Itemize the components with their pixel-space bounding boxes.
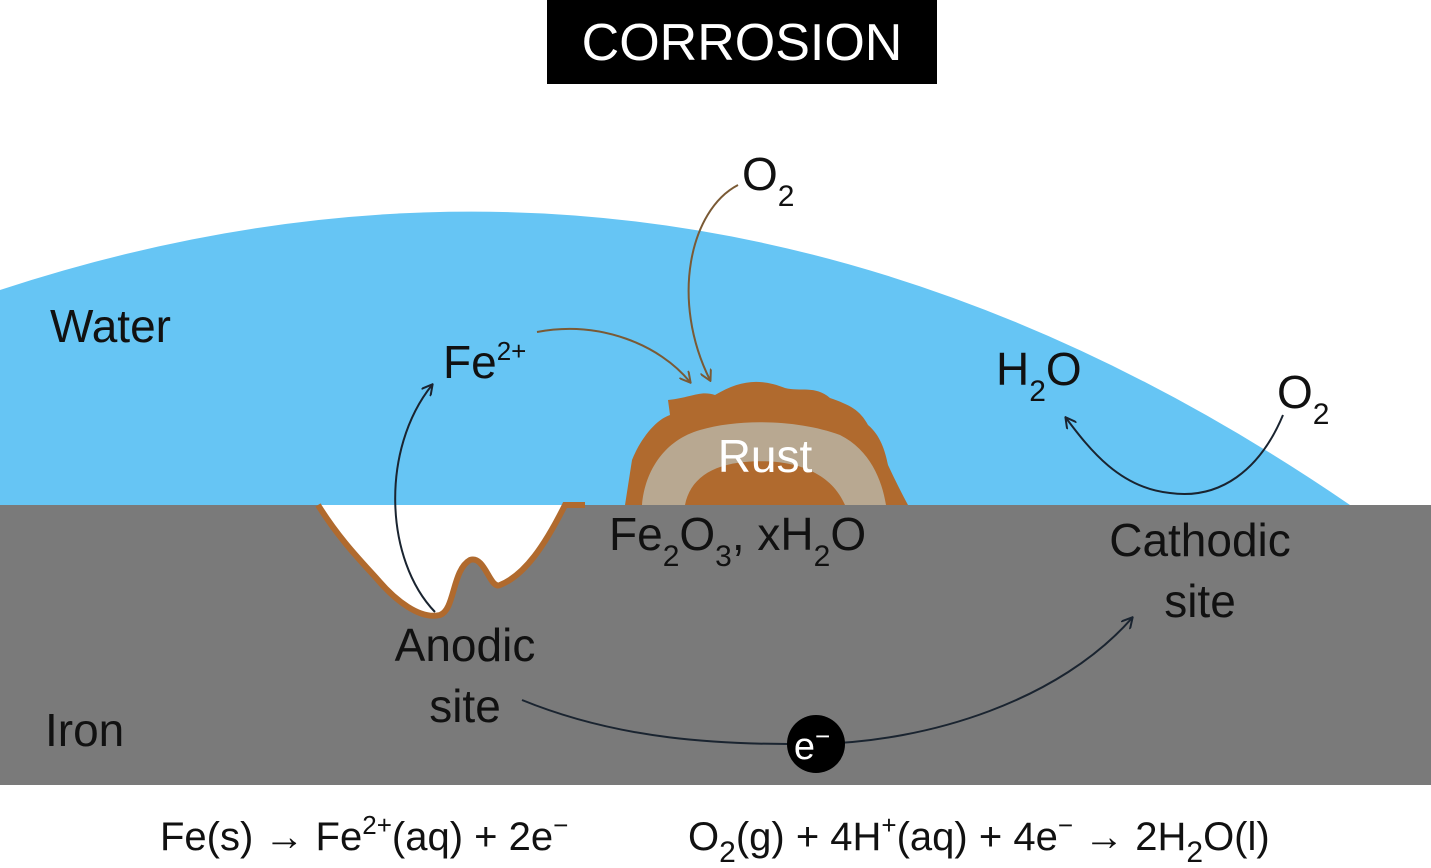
cathodic-site-line2: site [1164, 575, 1236, 627]
cathodic-site-line1: Cathodic [1109, 514, 1291, 566]
iron-label: Iron [45, 704, 124, 756]
title: CORROSION [582, 14, 903, 72]
anodic-site-line2: site [429, 680, 501, 732]
water-label: Water [50, 300, 171, 352]
anode-equation: Fe(s) → Fe2+(aq) + 2e− [160, 810, 568, 859]
anodic-site-line1: Anodic [395, 619, 536, 671]
o2-right-label: O2 [1277, 366, 1329, 431]
cathode-equation: O2(g) + 4H+(aq) + 4e− → 2H2O(l) [688, 810, 1270, 868]
o2-top-label: O2 [742, 148, 794, 213]
rust-label: Rust [718, 430, 813, 482]
